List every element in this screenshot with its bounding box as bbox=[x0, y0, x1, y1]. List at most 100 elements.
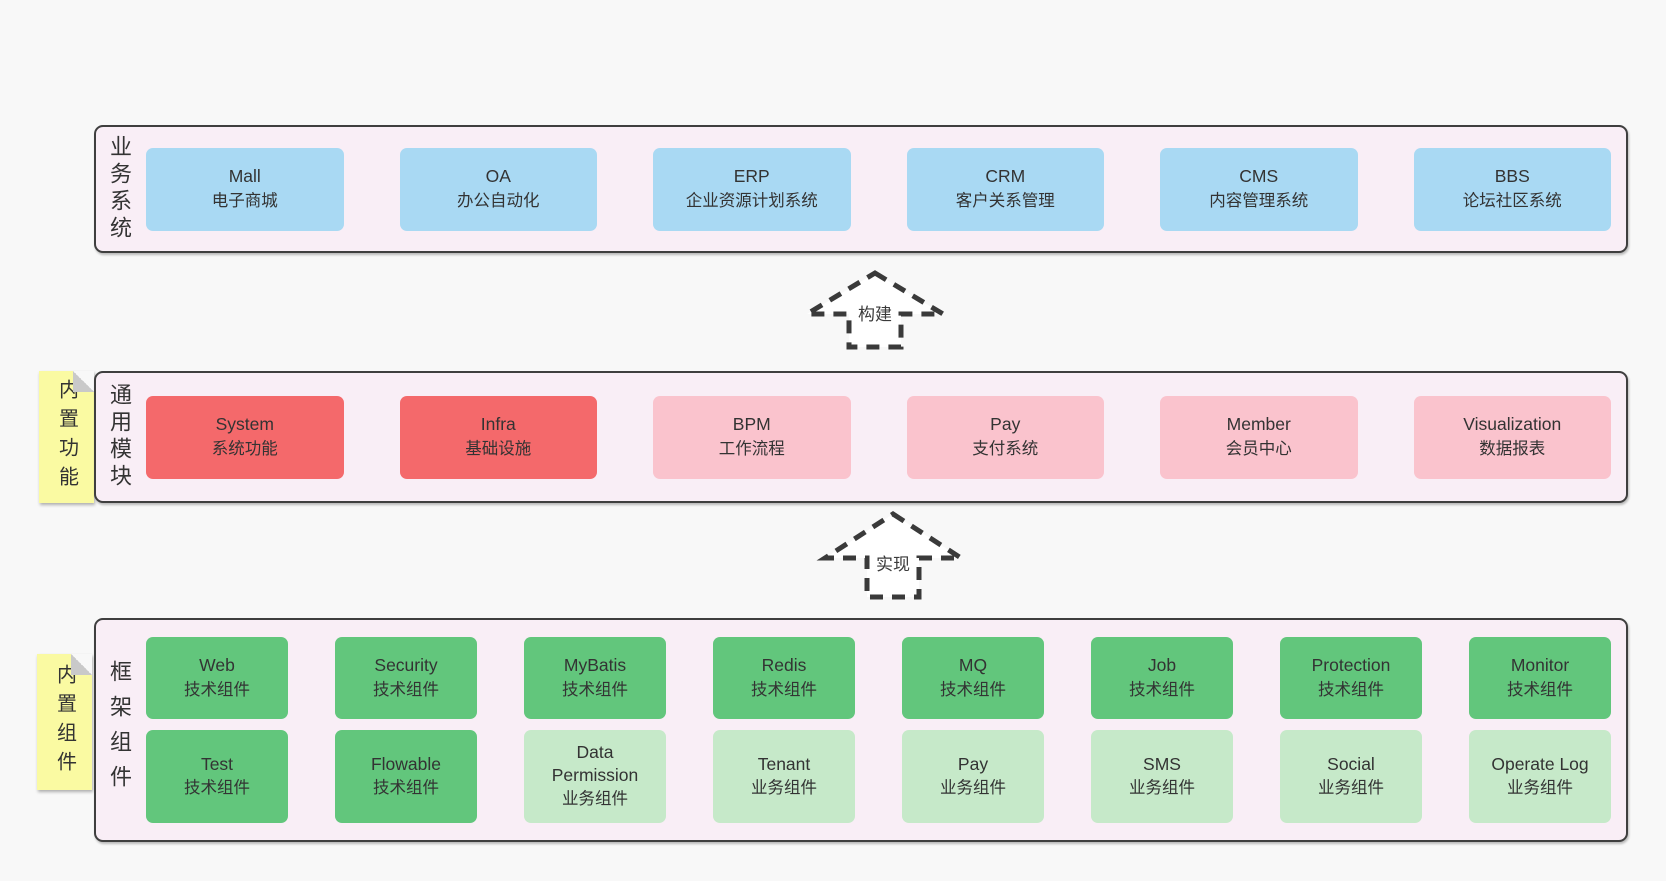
node-member: Member 会员中心 bbox=[1160, 395, 1358, 479]
layer-label-text: 通用模块 bbox=[107, 383, 132, 491]
layer-label-components: 框架组件 bbox=[96, 620, 142, 840]
components-row-2: Test 技术组件 Flowable 技术组件 Data Permission … bbox=[146, 730, 1611, 823]
layer-label-text: 框架组件 bbox=[107, 660, 132, 800]
node-security: Security 技术组件 bbox=[335, 637, 477, 719]
layer-label-text: 业务系统 bbox=[107, 135, 132, 243]
fold-corner-icon bbox=[71, 654, 92, 675]
node-flowable: Flowable 技术组件 bbox=[335, 730, 477, 823]
node-title: OA bbox=[485, 166, 511, 187]
fold-corner-icon bbox=[73, 371, 94, 392]
node-title: Job bbox=[1147, 655, 1177, 676]
node-subtitle: 业务组件 bbox=[1507, 779, 1573, 798]
node-subtitle: 业务组件 bbox=[562, 790, 628, 809]
node-subtitle: 技术组件 bbox=[373, 680, 439, 699]
node-subtitle: 技术组件 bbox=[1318, 680, 1384, 699]
node-infra: Infra 基础设施 bbox=[399, 395, 597, 479]
layer-label-modules: 通用模块 bbox=[96, 373, 142, 501]
node-subtitle: 技术组件 bbox=[184, 779, 250, 798]
node-oa: OA 办公自动化 bbox=[399, 147, 597, 231]
node-subtitle: 技术组件 bbox=[373, 779, 439, 798]
node-crm: CRM 客户关系管理 bbox=[906, 147, 1104, 231]
node-data-permission: Data Permission 业务组件 bbox=[524, 730, 666, 823]
note-text: 内置组件 bbox=[53, 664, 76, 780]
node-tenant: Tenant 业务组件 bbox=[713, 730, 855, 823]
node-title: System bbox=[215, 414, 274, 435]
layer-framework-components: 框架组件 Web 技术组件 Security 技术组件 MyBatis 技术组件… bbox=[94, 618, 1628, 842]
node-web: Web 技术组件 bbox=[146, 637, 288, 719]
node-title: CRM bbox=[985, 166, 1026, 187]
node-cms: CMS 内容管理系统 bbox=[1160, 147, 1358, 231]
node-redis: Redis 技术组件 bbox=[713, 637, 855, 719]
layer-common-modules: 通用模块 System 系统功能 Infra 基础设施 BPM 工作流程 Pay… bbox=[94, 371, 1628, 503]
node-subtitle: 基础设施 bbox=[465, 439, 532, 458]
node-erp: ERP 企业资源计划系统 bbox=[653, 147, 851, 231]
components-grid: Web 技术组件 Security 技术组件 MyBatis 技术组件 Redi… bbox=[142, 620, 1626, 840]
node-social: Social 业务组件 bbox=[1280, 730, 1422, 823]
node-protection: Protection 技术组件 bbox=[1280, 637, 1422, 719]
node-bbs: BBS 论坛社区系统 bbox=[1413, 147, 1611, 231]
node-test: Test 技术组件 bbox=[146, 730, 288, 823]
node-title: Pay bbox=[957, 753, 989, 774]
node-mq: MQ 技术组件 bbox=[902, 637, 1044, 719]
node-operate-log: Operate Log 业务组件 bbox=[1469, 730, 1611, 823]
sticky-note-builtin-features: 内置功能 bbox=[39, 371, 94, 503]
node-title: Mall bbox=[228, 166, 261, 187]
node-system: System 系统功能 bbox=[146, 395, 344, 479]
node-title: Monitor bbox=[1510, 655, 1570, 676]
node-title: Social bbox=[1327, 753, 1375, 774]
node-subtitle: 客户关系管理 bbox=[955, 191, 1055, 210]
node-title: Infra bbox=[480, 414, 516, 435]
node-sms: SMS 业务组件 bbox=[1091, 730, 1233, 823]
node-title: Member bbox=[1226, 414, 1291, 435]
node-subtitle: 论坛社区系统 bbox=[1462, 191, 1562, 210]
node-title: ERP bbox=[733, 166, 770, 187]
node-visualization: Visualization 数据报表 bbox=[1413, 395, 1611, 479]
layer-business-systems: 业务系统 Mall 电子商城 OA 办公自动化 ERP 企业资源计划系统 CRM… bbox=[94, 125, 1628, 253]
node-title: MQ bbox=[958, 655, 988, 676]
sticky-note-builtin-components: 内置组件 bbox=[37, 654, 92, 790]
node-title: Test bbox=[200, 753, 234, 774]
components-row-1: Web 技术组件 Security 技术组件 MyBatis 技术组件 Redi… bbox=[146, 637, 1611, 719]
node-title: Pay bbox=[990, 414, 1021, 435]
node-subtitle: 业务组件 bbox=[751, 779, 817, 798]
node-subtitle: 技术组件 bbox=[562, 680, 628, 699]
node-subtitle: 技术组件 bbox=[1129, 680, 1195, 699]
node-title: Flowable bbox=[370, 753, 442, 774]
note-text: 内置功能 bbox=[55, 379, 78, 495]
node-subtitle: 技术组件 bbox=[1507, 680, 1573, 699]
arrow-label: 构建 bbox=[854, 297, 896, 328]
node-title: Operate Log bbox=[1491, 753, 1589, 774]
layer-label-business: 业务系统 bbox=[96, 127, 142, 251]
node-mybatis: MyBatis 技术组件 bbox=[524, 637, 666, 719]
node-subtitle: 工作流程 bbox=[718, 439, 785, 458]
node-subtitle: 电子商城 bbox=[211, 191, 278, 210]
node-subtitle: 技术组件 bbox=[940, 680, 1006, 699]
node-title: Tenant bbox=[757, 753, 811, 774]
node-title: BBS bbox=[1494, 166, 1530, 187]
node-title: SMS bbox=[1143, 753, 1181, 774]
node-subtitle: 业务组件 bbox=[1318, 779, 1384, 798]
node-bpm: BPM 工作流程 bbox=[653, 395, 851, 479]
node-subtitle: 支付系统 bbox=[972, 439, 1039, 458]
node-pay: Pay 支付系统 bbox=[906, 395, 1104, 479]
node-title: Security bbox=[374, 655, 438, 676]
node-subtitle: 数据报表 bbox=[1479, 439, 1546, 458]
node-title: Visualization bbox=[1463, 414, 1562, 435]
node-subtitle: 技术组件 bbox=[184, 680, 250, 699]
node-job: Job 技术组件 bbox=[1091, 637, 1233, 719]
node-subtitle: 业务组件 bbox=[1129, 779, 1195, 798]
arrow-label: 实现 bbox=[872, 547, 914, 578]
node-monitor: Monitor 技术组件 bbox=[1469, 637, 1611, 719]
node-subtitle: 系统功能 bbox=[211, 439, 278, 458]
node-subtitle: 技术组件 bbox=[751, 680, 817, 699]
node-title: Web bbox=[199, 655, 235, 676]
node-title: Data Permission bbox=[551, 741, 639, 785]
node-mall: Mall 电子商城 bbox=[146, 147, 344, 231]
node-subtitle: 企业资源计划系统 bbox=[685, 191, 818, 210]
dashed-up-arrow-build: 构建 bbox=[798, 260, 952, 352]
node-title: Redis bbox=[761, 655, 807, 676]
business-box-row: Mall 电子商城 OA 办公自动化 ERP 企业资源计划系统 CRM 客户关系… bbox=[142, 127, 1626, 251]
node-subtitle: 内容管理系统 bbox=[1209, 191, 1309, 210]
node-title: Protection bbox=[1311, 655, 1391, 676]
